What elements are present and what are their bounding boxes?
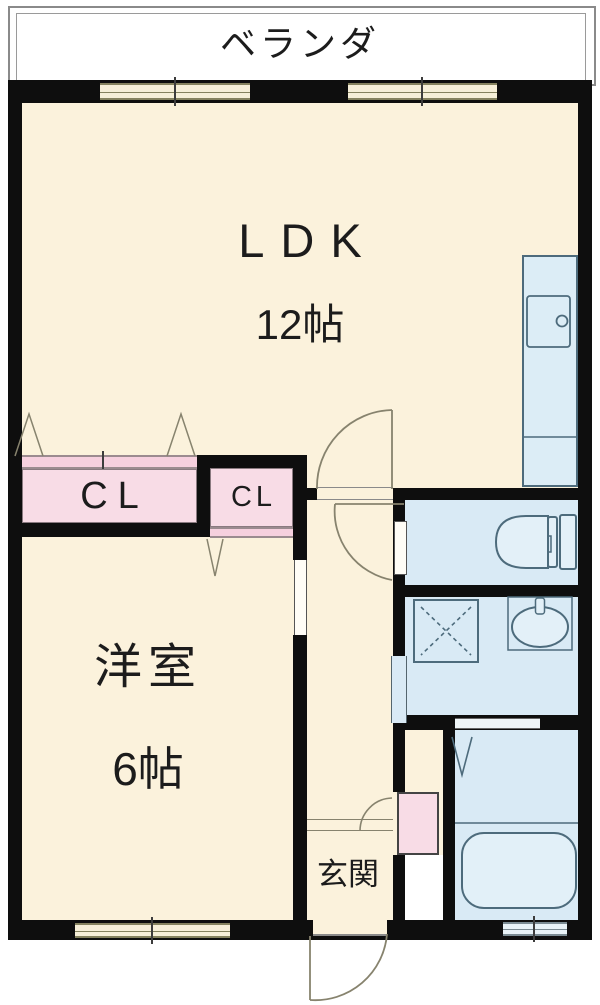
wall-corridor-right-b xyxy=(393,723,405,792)
washbasin-faucet xyxy=(534,597,546,615)
bathroom-window-tick xyxy=(533,916,535,942)
balcony-area xyxy=(8,6,596,86)
ldk-size-label: 12帖 xyxy=(255,301,345,348)
kitchen-counter xyxy=(522,255,578,487)
shoe-cabinet xyxy=(397,792,439,855)
ldk-window-right-tick xyxy=(421,77,423,106)
closet-small xyxy=(210,468,293,527)
washbasin-counter xyxy=(507,596,573,651)
ldk-window-left-tick xyxy=(174,77,176,106)
wall-left xyxy=(8,80,22,940)
wall-ldk-door-stub xyxy=(305,488,317,500)
wall-ldk-south xyxy=(393,488,578,500)
kitchen-sink xyxy=(526,295,571,348)
entrance-label: 玄関 xyxy=(317,856,379,892)
entrance-threshold xyxy=(313,920,387,936)
closet-large-door-band-tick xyxy=(102,451,104,473)
wall-corridor-right-c xyxy=(393,855,405,920)
ldk-door-threshold xyxy=(317,487,393,500)
western-room-name-label: 洋室 xyxy=(93,641,202,694)
bathtub xyxy=(461,832,577,909)
ldk-name-label: LDK xyxy=(238,213,378,267)
western-room-window-tick xyxy=(151,917,153,944)
wall-western-room-right xyxy=(293,635,307,920)
bifold-mark-right xyxy=(166,411,196,457)
washroom-doorway xyxy=(391,656,407,723)
closet-large-door-band xyxy=(22,455,197,469)
wall-closet-small-top xyxy=(197,455,307,468)
closet-large-label: CL xyxy=(80,475,149,517)
entrance-door-swing xyxy=(309,933,388,1002)
western-room-size-label: 6帖 xyxy=(112,743,184,795)
closet-small-door-band xyxy=(210,527,293,538)
wall-corridor-right-a xyxy=(393,597,405,656)
bathroom-window xyxy=(503,922,567,936)
entrance-step-line-2 xyxy=(307,830,393,831)
wall-bathroom-left xyxy=(443,730,455,920)
entrance-step-line-1 xyxy=(307,819,393,820)
junction-door-swing xyxy=(333,503,393,581)
wall-between-closets xyxy=(197,455,210,537)
washing-machine-space xyxy=(413,599,479,663)
ldk-door-swing xyxy=(316,409,393,490)
wall-toilet-bottom xyxy=(393,585,578,597)
toilet-door xyxy=(394,521,407,575)
toilet-bowl xyxy=(494,515,549,569)
bathroom-door-track xyxy=(455,718,540,729)
wall-western-room-top xyxy=(8,523,210,537)
bathroom-folding-door xyxy=(451,736,473,779)
balcony-label: ベランダ xyxy=(219,23,380,64)
western-room-door-opening xyxy=(294,560,307,635)
service-void xyxy=(405,855,445,920)
closet-large xyxy=(22,469,197,523)
wall-right xyxy=(578,80,592,940)
closet-small-label: CL xyxy=(230,481,277,513)
shoe-cabinet-door-swing xyxy=(359,797,393,832)
wall-closet-small-right xyxy=(293,455,307,560)
toilet-tank xyxy=(559,514,577,570)
kitchen-faucet xyxy=(555,314,569,328)
balcony-railing-line xyxy=(16,13,586,83)
bifold-mark-left xyxy=(14,411,44,457)
bifold-mark-closet-small xyxy=(206,538,224,577)
